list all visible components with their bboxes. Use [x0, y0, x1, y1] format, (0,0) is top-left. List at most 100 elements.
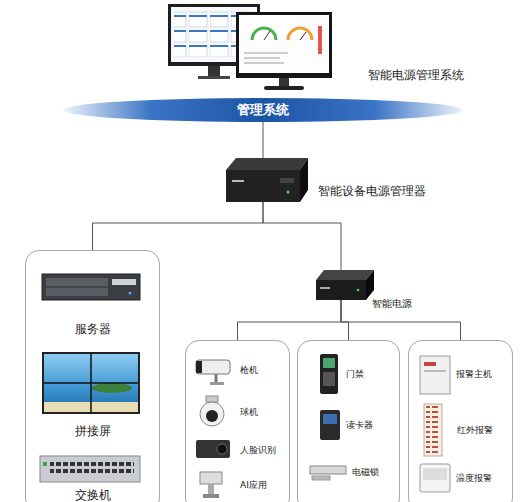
device-node: 报警主机 [413, 350, 508, 398]
device-front [316, 280, 366, 300]
device-node: 读卡器 [302, 406, 395, 444]
camera-lens [196, 361, 202, 373]
sensor-screen [423, 468, 447, 480]
node-label: 智能设备电源管理器 [318, 184, 426, 198]
node-label: 交换机 [35, 488, 150, 502]
switch-led [43, 462, 47, 466]
camera-body [196, 440, 230, 458]
camera-base [210, 382, 224, 385]
node-label: 人脸识别 [240, 445, 276, 456]
connector-line [341, 300, 349, 340]
device-node: 枪机 [190, 352, 288, 388]
video-wall-frame [42, 352, 140, 414]
node-label: AI应用 [240, 480, 267, 491]
node-label: 红外报警 [457, 425, 493, 436]
node-label: 枪机 [240, 365, 258, 376]
device-node: 服务器 [35, 266, 150, 336]
infrared-alarm-icon [424, 404, 442, 456]
switch-ports [50, 460, 134, 474]
gauge-arc [288, 28, 312, 40]
beam-panel [424, 404, 442, 456]
temperature-alarm-icon [420, 464, 450, 492]
node-label: 智能电源 [372, 298, 412, 310]
node-label: 智能电源管理系统 [368, 68, 464, 82]
device-node: 红外报警 [413, 402, 508, 458]
alarm-host-badge [424, 362, 436, 366]
camera-lens [206, 410, 218, 422]
device-group: 枪机球机人脸识别 AI应用 [185, 340, 290, 502]
gauge-needle [264, 31, 270, 40]
device-group: 服务器拼接屏交换机 [25, 250, 160, 502]
switch-icon [40, 456, 140, 482]
beam-lines [426, 406, 440, 454]
node-label: 球机 [240, 407, 258, 418]
device-node: 交换机 [35, 446, 150, 502]
server-led [129, 292, 132, 295]
alarm-host-body [420, 356, 450, 394]
alarm-host-icon [420, 356, 450, 394]
device-front [226, 170, 300, 202]
screen-line [244, 52, 288, 54]
card-reader-icon [320, 410, 340, 440]
device-badge [320, 287, 330, 289]
monitor-base [198, 76, 230, 79]
switch-chassis [40, 456, 140, 482]
device-group: 门禁读卡器电磁锁 [297, 340, 400, 502]
node-label: 报警主机 [456, 369, 492, 380]
monitor-stand [208, 66, 220, 76]
power-manager-device [226, 158, 308, 202]
sensor-body [420, 464, 450, 492]
camera-stand [208, 484, 214, 494]
monitor-stand [279, 78, 289, 86]
terminal-screen [323, 358, 335, 368]
terminal-body [320, 354, 338, 394]
device-node: AI应用 [190, 468, 288, 502]
node-label: 门禁 [346, 369, 364, 380]
server-chassis [42, 274, 140, 300]
camera-lens [217, 444, 227, 454]
screen-line [244, 62, 284, 64]
screen-line [244, 57, 280, 59]
access-terminal-icon [320, 354, 338, 394]
monitor-bezel [236, 12, 332, 78]
node-label: 电磁锁 [352, 467, 379, 478]
node-label: 服务器 [35, 322, 150, 336]
connector-line [263, 122, 264, 158]
camera-base [203, 494, 219, 498]
alarm-host-line [424, 370, 446, 372]
dome-camera-icon [200, 396, 224, 426]
smart-power-device [316, 270, 374, 300]
server-icon [42, 274, 140, 300]
node-label: 拼接屏 [35, 424, 150, 438]
system-band: 管理系统 [63, 98, 463, 122]
reader-body [320, 410, 340, 440]
connector-line [93, 202, 264, 250]
thermometer-bar [318, 26, 322, 54]
connector-line [238, 300, 342, 340]
device-panel [280, 178, 294, 183]
video-wall-icon [42, 352, 140, 414]
server-bays [46, 278, 108, 296]
device-node: 人脸识别 [190, 434, 288, 466]
device-node: 智能电源管理系统 [160, 0, 335, 94]
device-top [226, 158, 308, 170]
magnetic-lock-icon [310, 466, 346, 480]
device-led [287, 191, 290, 194]
terminal-keypad [323, 372, 335, 386]
device-node: 智能电源 [316, 270, 366, 300]
island [92, 383, 132, 393]
connector-line [263, 202, 341, 270]
device-node: 门禁 [302, 350, 395, 398]
bullet-camera-icon [196, 360, 230, 385]
ptz-camera-icon [200, 472, 222, 498]
device-node: 球机 [190, 392, 288, 432]
device-led [357, 289, 360, 292]
camera-dome [200, 402, 224, 426]
device-group: 报警主机红外报警温度报警 [408, 340, 513, 502]
node-label: 温度报警 [456, 473, 492, 484]
lock-bar [310, 466, 346, 474]
reader-window [323, 414, 337, 424]
gauge-arc [252, 28, 276, 40]
camera-body [196, 360, 230, 374]
device-node: 智能设备电源管理器 [226, 158, 300, 202]
